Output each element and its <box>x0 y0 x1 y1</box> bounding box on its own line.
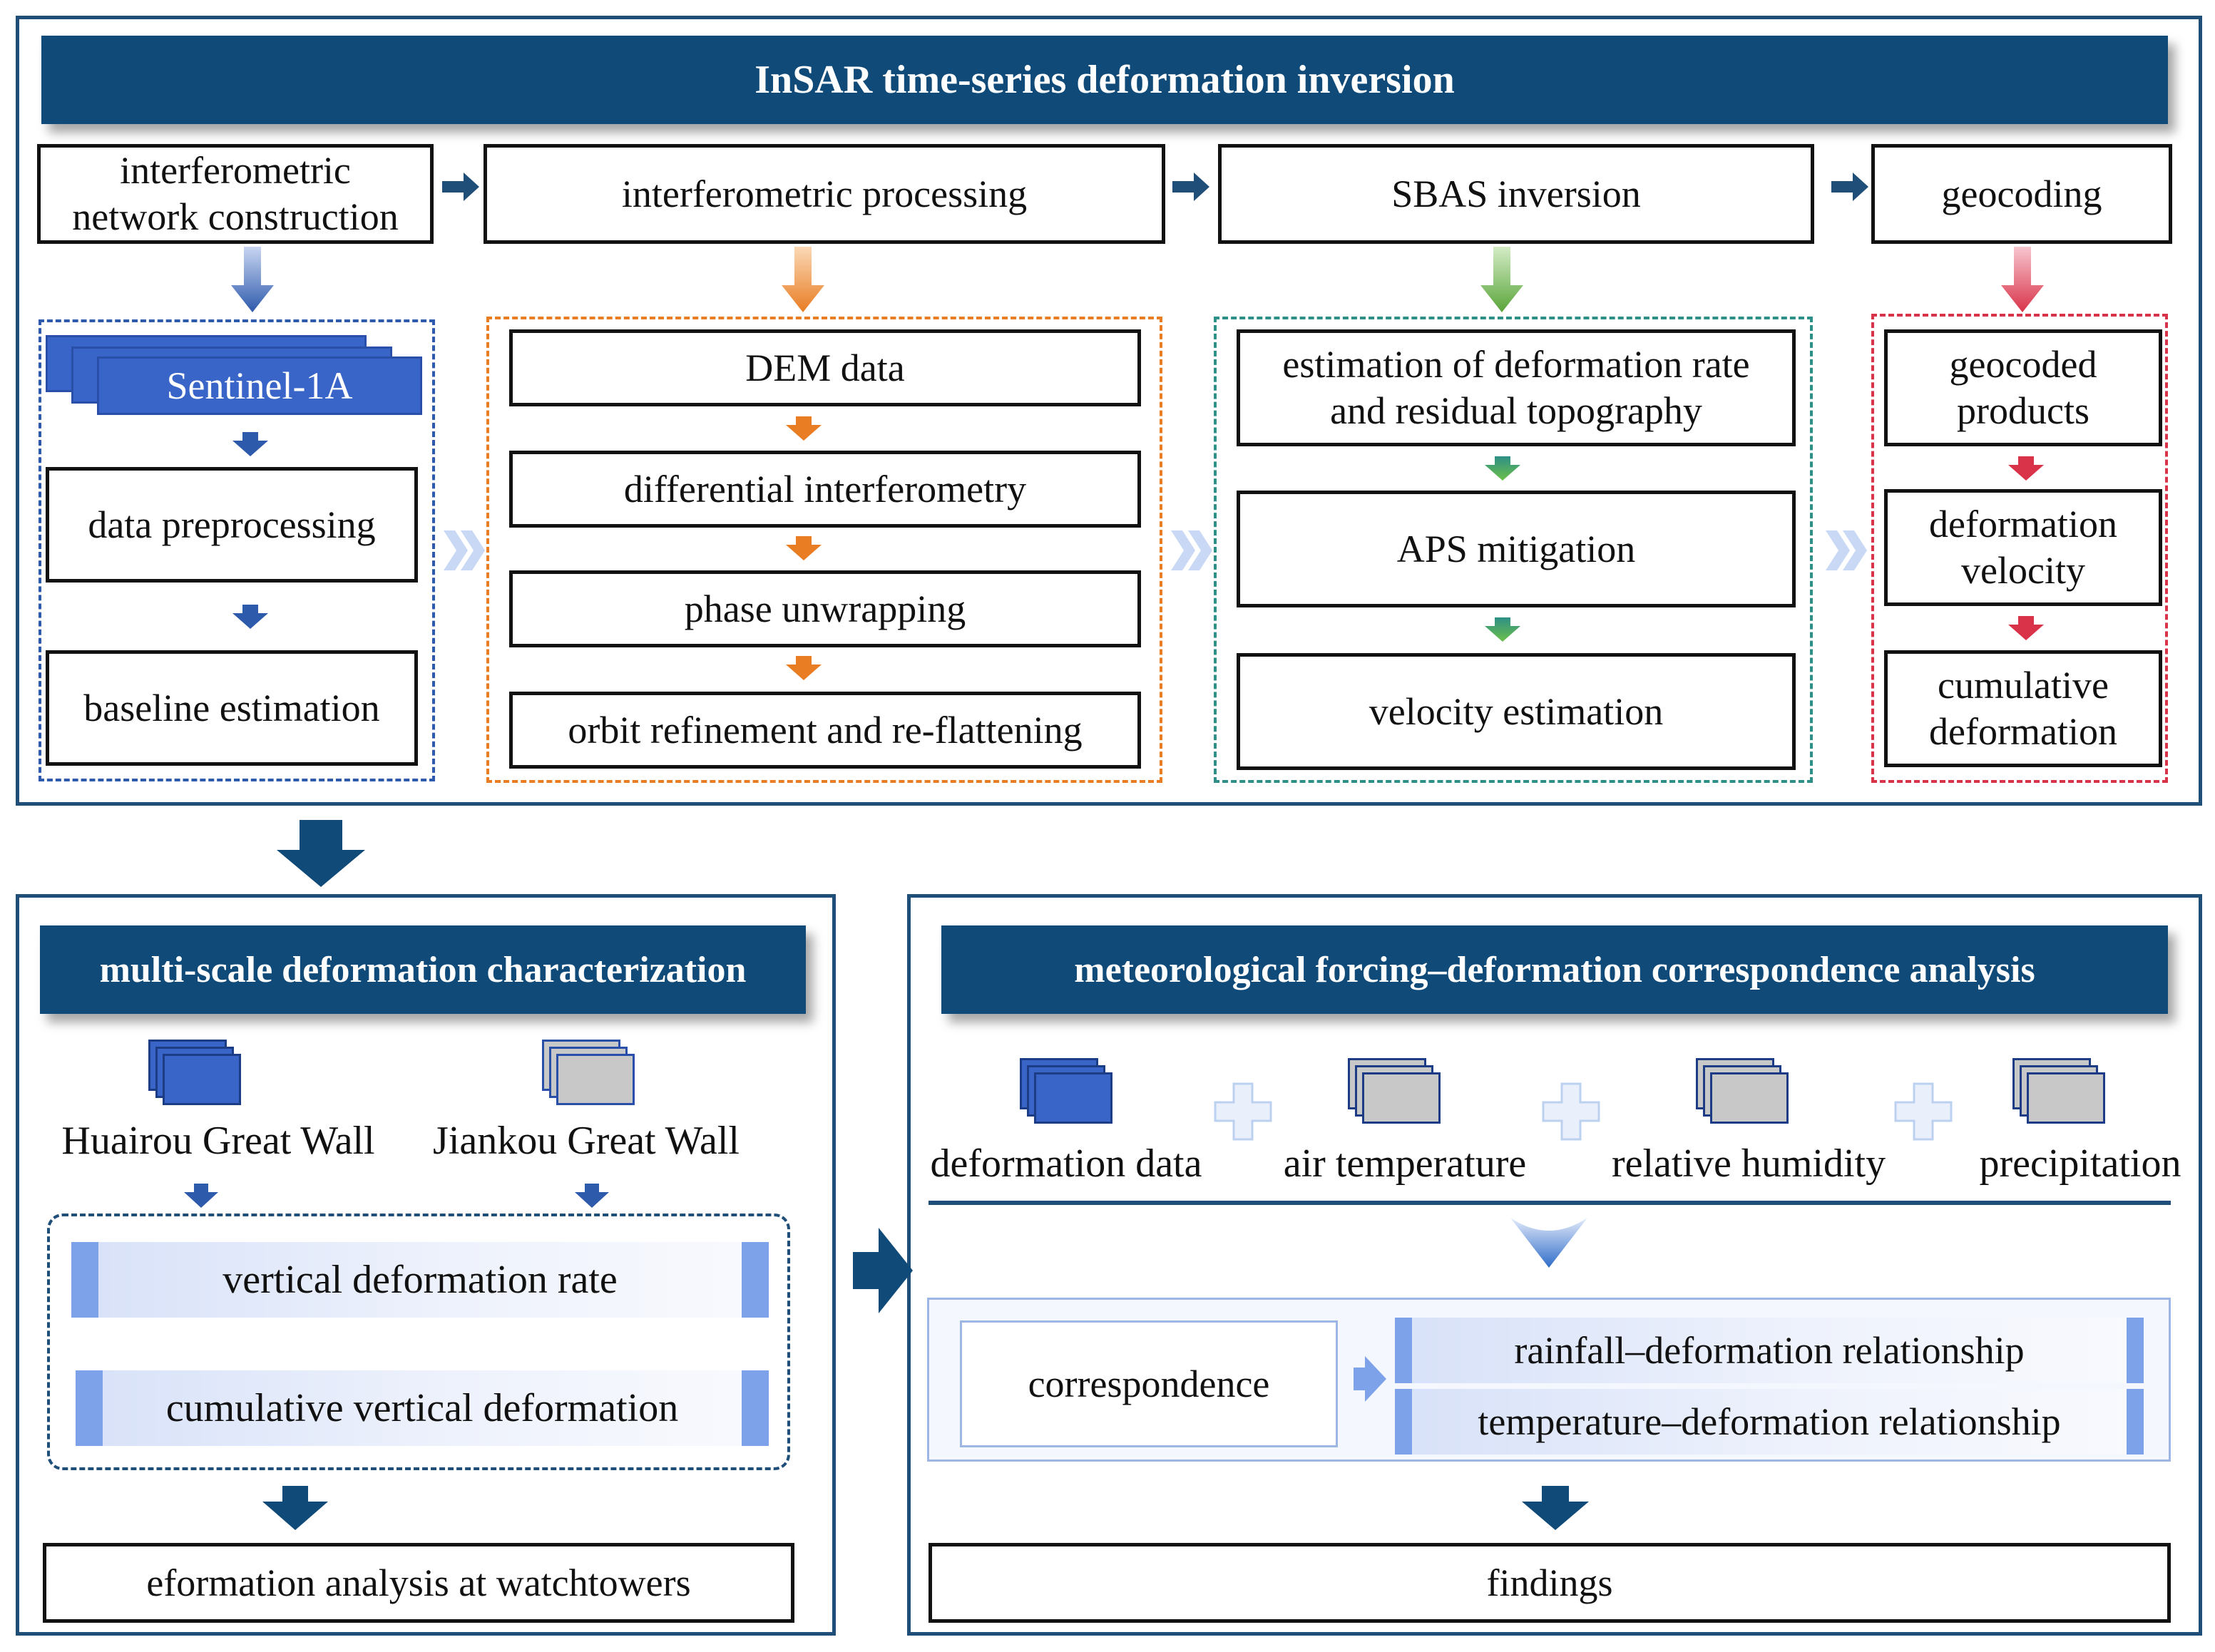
bar-tab-left <box>1395 1318 1412 1383</box>
arrow-down-stage4 <box>2001 247 2044 312</box>
bar-tab-left <box>76 1370 103 1446</box>
mini-arrow-stage2-a <box>786 416 822 441</box>
funnel-arrow-icon <box>1510 1218 1587 1268</box>
mini-arrow-stage2-b <box>786 536 822 560</box>
aps-mitigation-box: APS mitigation <box>1237 491 1796 607</box>
deformation-rate-estimation-box: estimation of deformation rate and resid… <box>1237 329 1796 446</box>
velocity-estimation-box: velocity estimation <box>1237 653 1796 770</box>
stage2-group <box>486 317 1162 783</box>
rainfall-relationship-label: rainfall–deformation relationship <box>1514 1329 2025 1372</box>
precipitation-label: precipitation <box>1979 1141 2181 1186</box>
deformation-velocity-box: deformation velocity <box>1884 489 2162 606</box>
plus-icon <box>1214 1082 1272 1141</box>
differential-interferometry-box: differential interferometry <box>509 451 1141 528</box>
bar-tab-right <box>742 1242 769 1318</box>
orbit-refinement-box: orbit refinement and re-flattening <box>509 692 1141 769</box>
deformation-data-doc-icon <box>1020 1058 1112 1124</box>
phase-unwrapping-box: phase unwrapping <box>509 570 1141 647</box>
relative-humidity-label: relative humidity <box>1611 1141 1886 1186</box>
baseline-estimation-box: baseline estimation <box>46 650 418 766</box>
bar-tab-left <box>1395 1389 1412 1455</box>
mini-arrow-stage3-b <box>1485 617 1520 642</box>
arrow-jiankou-down <box>575 1184 609 1208</box>
step-interferometric-processing: interferometric processing <box>484 144 1165 244</box>
arrow-down-stage2 <box>782 247 824 312</box>
step-network-construction: interferometric network construction <box>37 144 434 244</box>
cumulative-deformation-box: cumulative deformation <box>1884 650 2162 767</box>
mini-arrow-stage1-b <box>232 605 268 629</box>
findings-box: findings <box>929 1543 2171 1623</box>
chevron-stage-1-2 <box>444 530 485 570</box>
cumulative-vertical-deformation-label: cumulative vertical deformation <box>165 1386 679 1430</box>
temperature-relationship-label: temperature–deformation relationship <box>1478 1400 2061 1443</box>
arrow-step-1-to-2 <box>442 173 479 201</box>
arrow-step-3-to-4 <box>1831 173 1868 201</box>
geocoded-products-box: geocoded products <box>1884 329 2162 446</box>
air-temperature-label: air temperature <box>1283 1141 1527 1186</box>
chevron-stage-3-4 <box>1826 530 1867 570</box>
precipitation-doc-icon <box>2012 1058 2105 1124</box>
data-preprocessing-box: data preprocessing <box>46 467 418 583</box>
relative-humidity-doc-icon <box>1696 1058 1789 1124</box>
step-sbas-inversion: SBAS inversion <box>1218 144 1814 244</box>
big-arrow-right <box>853 1228 913 1313</box>
chevron-stage-2-3 <box>1171 530 1212 570</box>
correspondence-box: correspondence <box>960 1320 1338 1447</box>
temperature-relationship-bar: temperature–deformation relationship <box>1395 1389 2144 1455</box>
sentinel-1a-card: Sentinel-1A <box>46 335 424 415</box>
watchtower-analysis-box: eformation analysis at watchtowers <box>43 1543 794 1623</box>
arrow-to-watchtower <box>262 1486 328 1530</box>
mini-arrow-stage3-a <box>1485 456 1520 481</box>
bar-tab-left <box>71 1242 98 1318</box>
multiscale-bars-group <box>47 1214 790 1470</box>
arrow-correspondence-right <box>1354 1356 1386 1402</box>
multiscale-title: multi-scale deformation characterization <box>40 925 806 1014</box>
mini-arrow-stage4-b <box>2008 616 2044 640</box>
deformation-data-label: deformation data <box>930 1141 1202 1186</box>
vertical-deformation-rate-label: vertical deformation rate <box>222 1258 618 1302</box>
arrow-down-stage1 <box>231 247 274 312</box>
stage4-group <box>1871 314 2168 783</box>
meteo-title: meteorological forcing–deformation corre… <box>941 925 2168 1014</box>
jiankou-label: Jiankou Great Wall <box>433 1119 740 1163</box>
bar-tab-right <box>742 1370 769 1446</box>
plus-icon <box>1894 1082 1953 1141</box>
big-arrow-down <box>277 820 365 887</box>
bar-tab-right <box>2127 1389 2144 1455</box>
dem-data-box: DEM data <box>509 329 1141 406</box>
plus-icon <box>1542 1082 1600 1141</box>
insar-title: InSAR time-series deformation inversion <box>41 36 2168 124</box>
arrow-step-2-to-3 <box>1172 173 1209 201</box>
arrow-huairou-down <box>184 1184 218 1208</box>
mini-arrow-stage2-c <box>786 656 822 680</box>
huairou-label: Huairou Great Wall <box>61 1119 375 1163</box>
meteo-panel <box>907 894 2202 1636</box>
huairou-doc-icon <box>148 1040 241 1105</box>
stage3-group <box>1214 317 1813 783</box>
stage1-group <box>39 319 435 781</box>
vertical-deformation-rate-bar: vertical deformation rate <box>71 1242 769 1318</box>
bar-tab-right <box>2127 1318 2144 1383</box>
jiankou-doc-icon <box>542 1040 635 1105</box>
cumulative-vertical-deformation-bar: cumulative vertical deformation <box>76 1370 769 1446</box>
rainfall-relationship-bar: rainfall–deformation relationship <box>1395 1318 2144 1383</box>
air-temperature-doc-icon <box>1348 1058 1441 1124</box>
meteo-divider <box>929 1201 2171 1205</box>
mini-arrow-stage1-a <box>232 432 268 456</box>
step-geocoding: geocoding <box>1871 144 2172 244</box>
mini-arrow-stage4-a <box>2008 456 2044 481</box>
sentinel-1a-label: Sentinel-1A <box>97 356 422 415</box>
arrow-to-findings <box>1522 1486 1589 1530</box>
arrow-down-stage3 <box>1480 247 1523 312</box>
